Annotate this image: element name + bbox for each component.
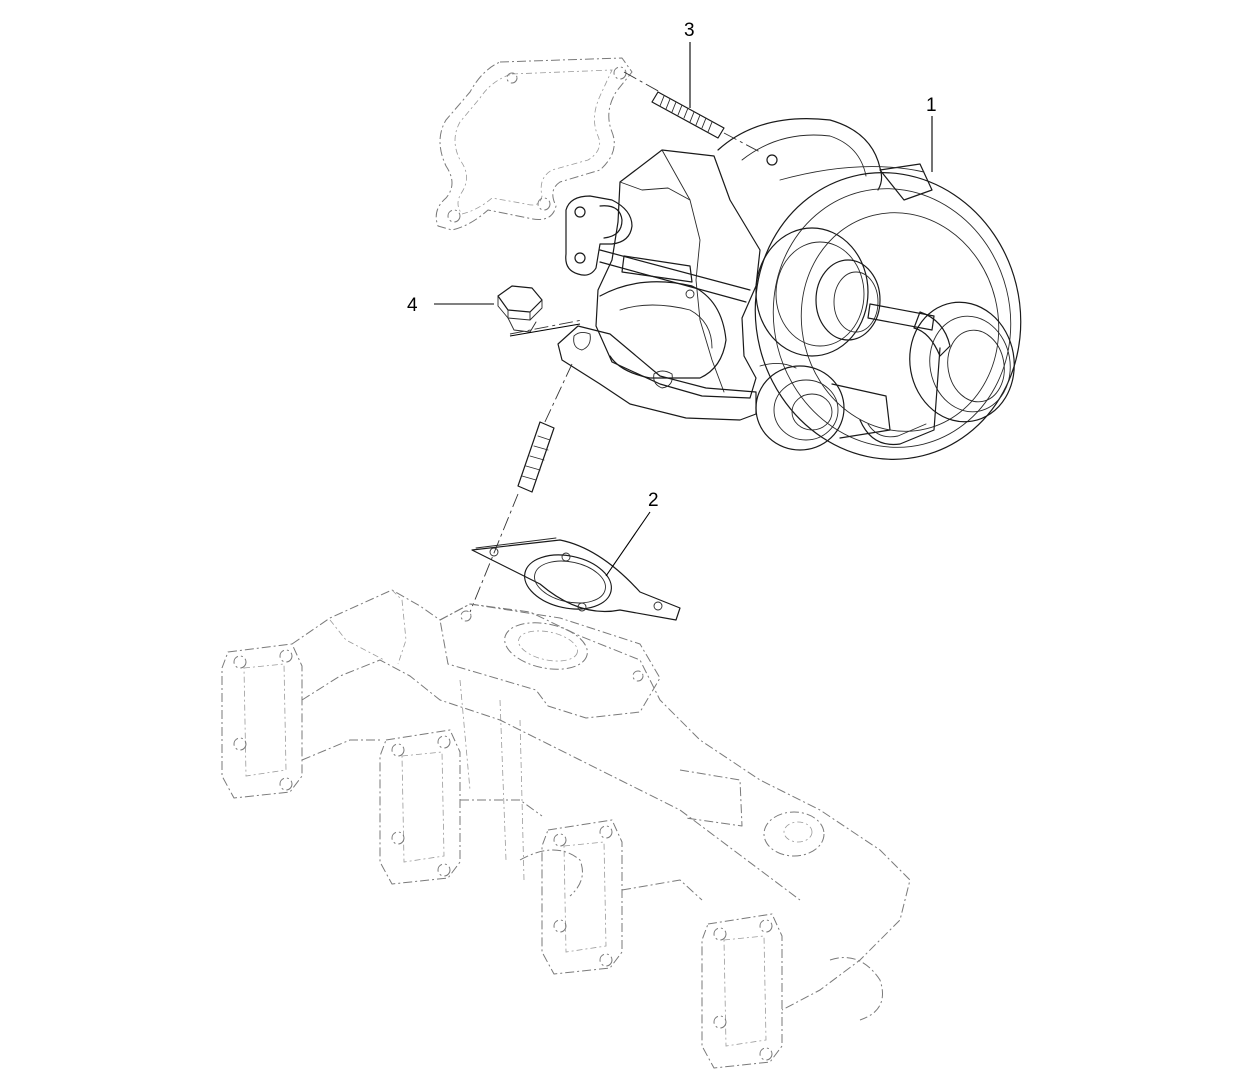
callout-4: 4 xyxy=(407,295,418,316)
stud-item-3 xyxy=(651,91,761,153)
gasket-item-2 xyxy=(471,537,681,621)
stud-lower xyxy=(469,363,573,613)
turbocharger-item-1 xyxy=(557,118,1022,460)
exhaust-manifold-phantom xyxy=(221,589,911,1069)
upper-flange-gasket-phantom xyxy=(435,57,661,231)
callout-labels: 1 2 3 4 xyxy=(407,20,937,511)
leader-2 xyxy=(605,511,651,577)
nut-to-flange-leader xyxy=(509,323,581,337)
callout-1: 1 xyxy=(926,95,937,116)
leader-lines xyxy=(434,42,933,577)
nut-item-4 xyxy=(497,285,583,335)
callout-2: 2 xyxy=(648,490,659,511)
callout-3: 3 xyxy=(684,20,695,41)
